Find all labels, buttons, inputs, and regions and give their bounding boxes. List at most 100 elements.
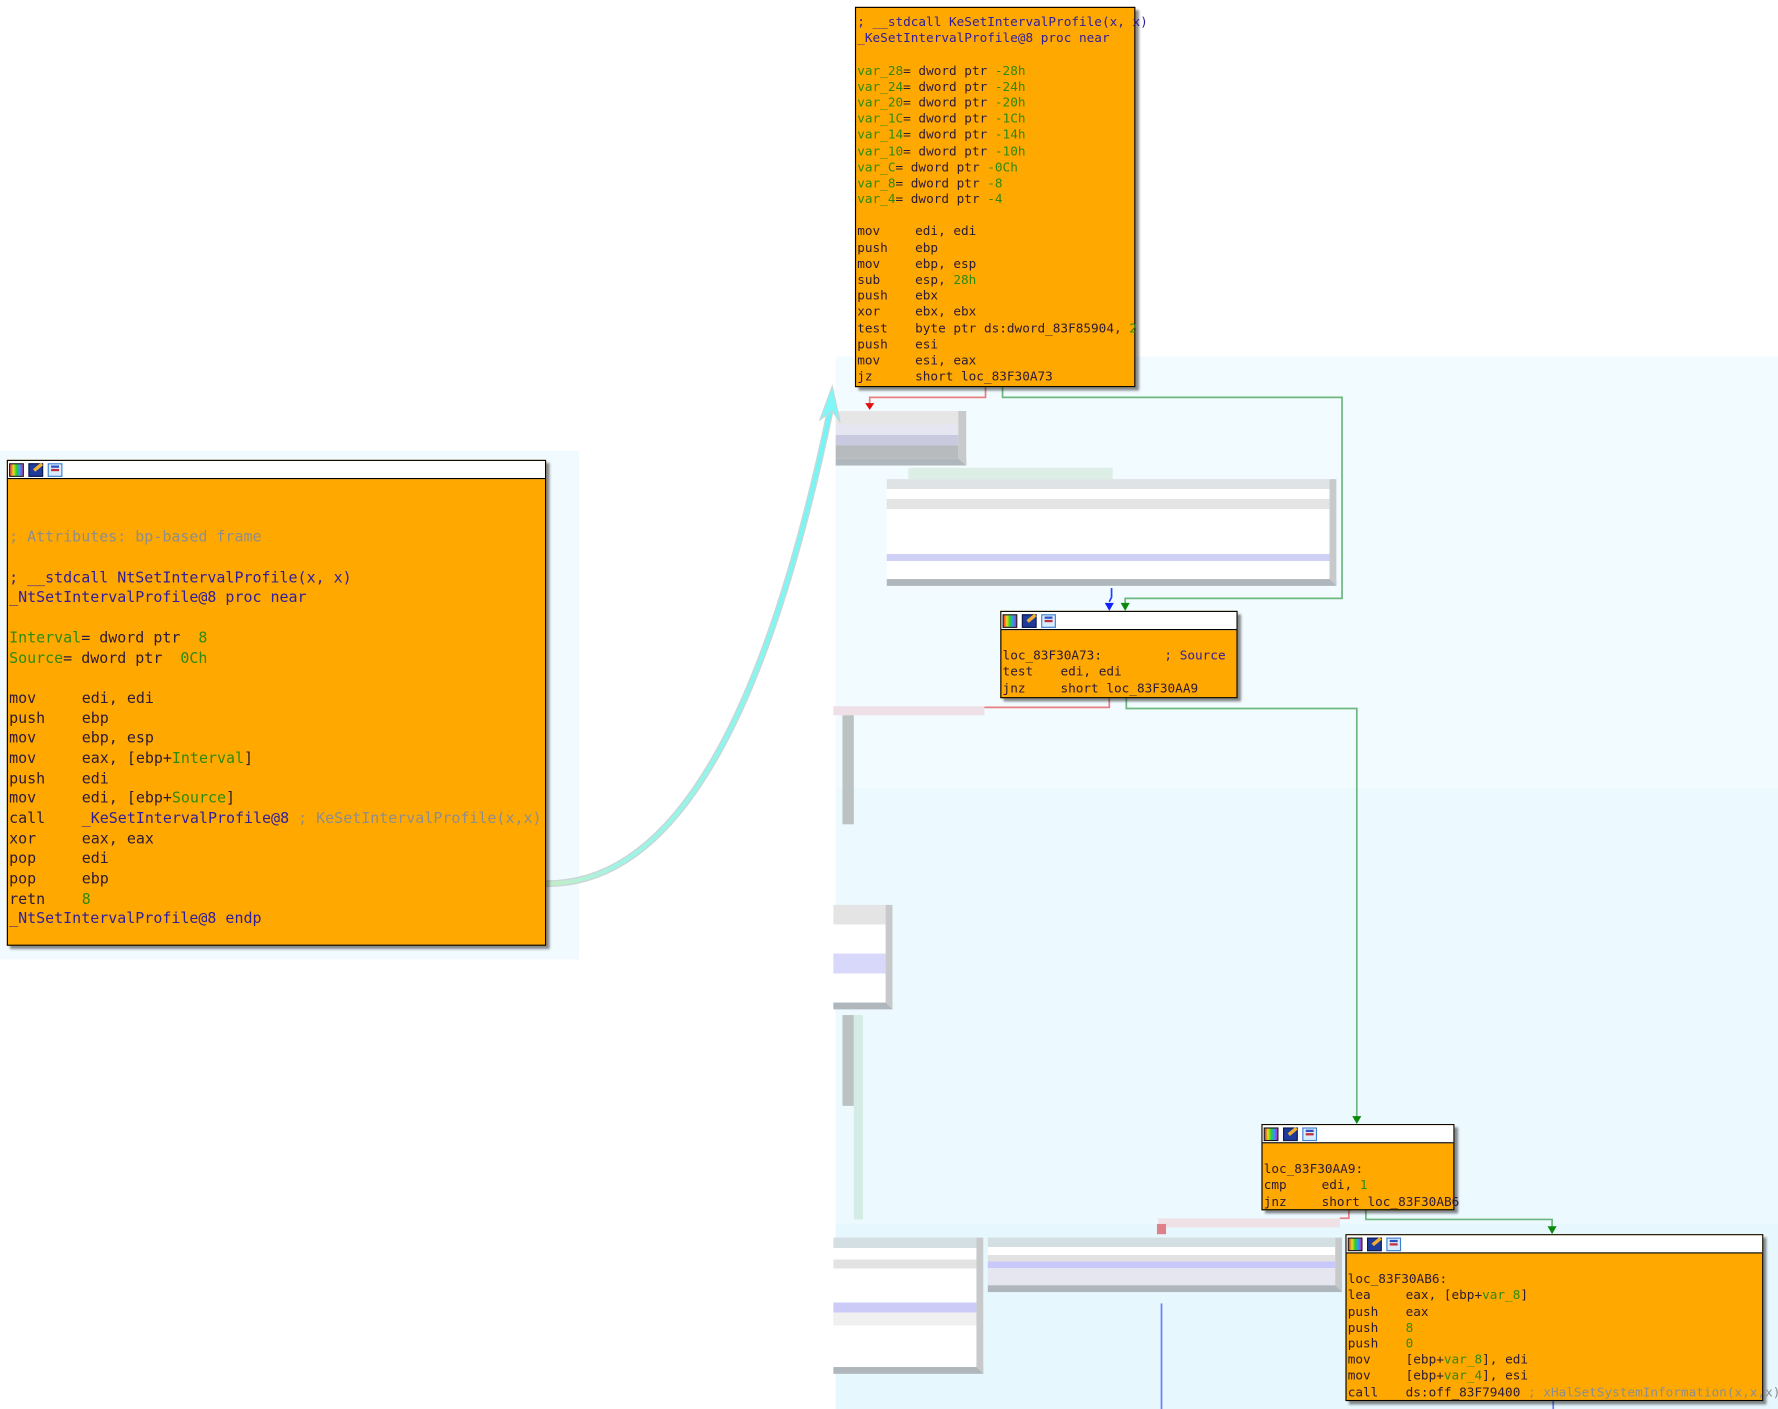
listing-line[interactable]: var_20= dword ptr -20h — [857, 95, 1133, 111]
listing-line[interactable]: mov edi, edi — [9, 689, 544, 709]
graph-overview-icon[interactable] — [1002, 613, 1018, 628]
listing-line[interactable] — [1264, 1146, 1452, 1162]
immediate-value: -28h — [994, 63, 1026, 78]
stack-var-type: = dword ptr — [895, 159, 988, 175]
listing-line[interactable]: ; Attributes: bp-based frame — [9, 528, 544, 548]
listing-line[interactable]: ; __stdcall NtSetIntervalProfile(x, x) — [9, 569, 544, 589]
listing-line[interactable]: _NtSetIntervalProfile@8 proc near — [9, 589, 544, 609]
listing-line[interactable]: var_14= dword ptr -14h — [857, 128, 1133, 144]
redacted-block[interactable] — [886, 479, 1337, 586]
listing-line[interactable]: Interval= dword ptr 8 — [9, 629, 544, 649]
listing-line[interactable] — [1348, 1256, 1761, 1272]
immediate-value: -20h — [994, 95, 1026, 111]
listing-line[interactable] — [9, 488, 544, 508]
listing-line[interactable] — [9, 609, 544, 629]
redacted-block[interactable] — [835, 411, 967, 466]
mnemonic: mov — [9, 690, 37, 708]
graph-overview-icon[interactable] — [1263, 1126, 1279, 1141]
graph-overview-icon[interactable] — [1347, 1237, 1363, 1251]
listing-line[interactable] — [9, 669, 544, 689]
edit-block-icon[interactable] — [1367, 1237, 1382, 1251]
listing-line[interactable]: var_24= dword ptr -24h — [857, 79, 1133, 95]
listing-line[interactable]: loc_83F30AB6: — [1348, 1272, 1761, 1288]
xref-icon[interactable] — [1386, 1237, 1402, 1251]
listing-line[interactable] — [857, 208, 1133, 224]
listing-line[interactable]: mov[ebp+var_8], edi — [1348, 1352, 1761, 1368]
immediate-value: -24h — [994, 79, 1026, 94]
edit-block-icon[interactable] — [1283, 1126, 1298, 1141]
listing-line[interactable]: var_C= dword ptr -0Ch — [857, 160, 1133, 176]
immediate-value: 0 — [1405, 1336, 1414, 1352]
operand: short loc_83F30AB6 — [1321, 1193, 1460, 1209]
mnemonic: mov — [857, 224, 881, 239]
code-block-kesetintervalprofile[interactable]: ; __stdcall KeSetIntervalProfile(x, x)_K… — [854, 6, 1148, 388]
block-listing: ; __stdcall KeSetIntervalProfile(x, x)_K… — [856, 8, 1148, 388]
listing-line[interactable]: var_1C= dword ptr -1Ch — [857, 111, 1133, 127]
listing-line[interactable] — [9, 508, 544, 528]
stack-var-name: Interval — [9, 629, 82, 647]
listing-line[interactable]: var_10= dword ptr -10h — [857, 144, 1133, 160]
comment-text: ; Attributes: bp-based frame — [9, 529, 262, 547]
listing-line[interactable]: loc_83F30A73:; Source — [1003, 649, 1236, 665]
listing-line[interactable]: var_4= dword ptr -4 — [857, 192, 1133, 208]
xref-icon[interactable] — [1302, 1126, 1318, 1141]
code-block-ntsetintervalprofile[interactable]: ; Attributes: bp-based frame ; __stdcall… — [6, 459, 547, 946]
redacted-block[interactable] — [987, 1237, 1343, 1293]
listing-line[interactable] — [1003, 632, 1236, 648]
listing-line[interactable]: var_28= dword ptr -28h — [857, 63, 1133, 79]
edit-block-icon[interactable] — [1021, 613, 1037, 628]
listing-line[interactable]: _NtSetIntervalProfile@8 endp — [9, 910, 544, 930]
listing-line[interactable] — [9, 548, 544, 568]
edit-block-icon[interactable] — [28, 462, 44, 477]
redacted-block[interactable] — [833, 904, 893, 1010]
listing-line[interactable]: _KeSetIntervalProfile@8 proc near — [857, 31, 1133, 47]
listing-line[interactable] — [857, 47, 1133, 63]
operand: edi, edi — [81, 690, 154, 708]
xref-icon[interactable] — [47, 462, 63, 477]
listing-line[interactable]: mov[ebp+var_4], esi — [1348, 1369, 1761, 1385]
listing-line[interactable]: Source= dword ptr 0Ch — [9, 649, 544, 669]
mnemonic: push — [1347, 1320, 1379, 1335]
graph-overview-icon[interactable] — [9, 462, 24, 477]
listing-line[interactable]: ; __stdcall KeSetIntervalProfile(x, x) — [857, 15, 1148, 31]
xref-icon[interactable] — [1041, 613, 1056, 628]
redacted-block[interactable] — [833, 1237, 984, 1374]
listing-line[interactable]: call_KeSetIntervalProfile@8 ; KeSetInter… — [9, 810, 544, 830]
listing-line[interactable]: loc_83F30AA9: — [1264, 1162, 1452, 1178]
operand: ebp — [81, 870, 109, 888]
listing-line[interactable]: var_8= dword ptr -8 — [857, 176, 1133, 192]
mnemonic: push — [857, 336, 888, 352]
